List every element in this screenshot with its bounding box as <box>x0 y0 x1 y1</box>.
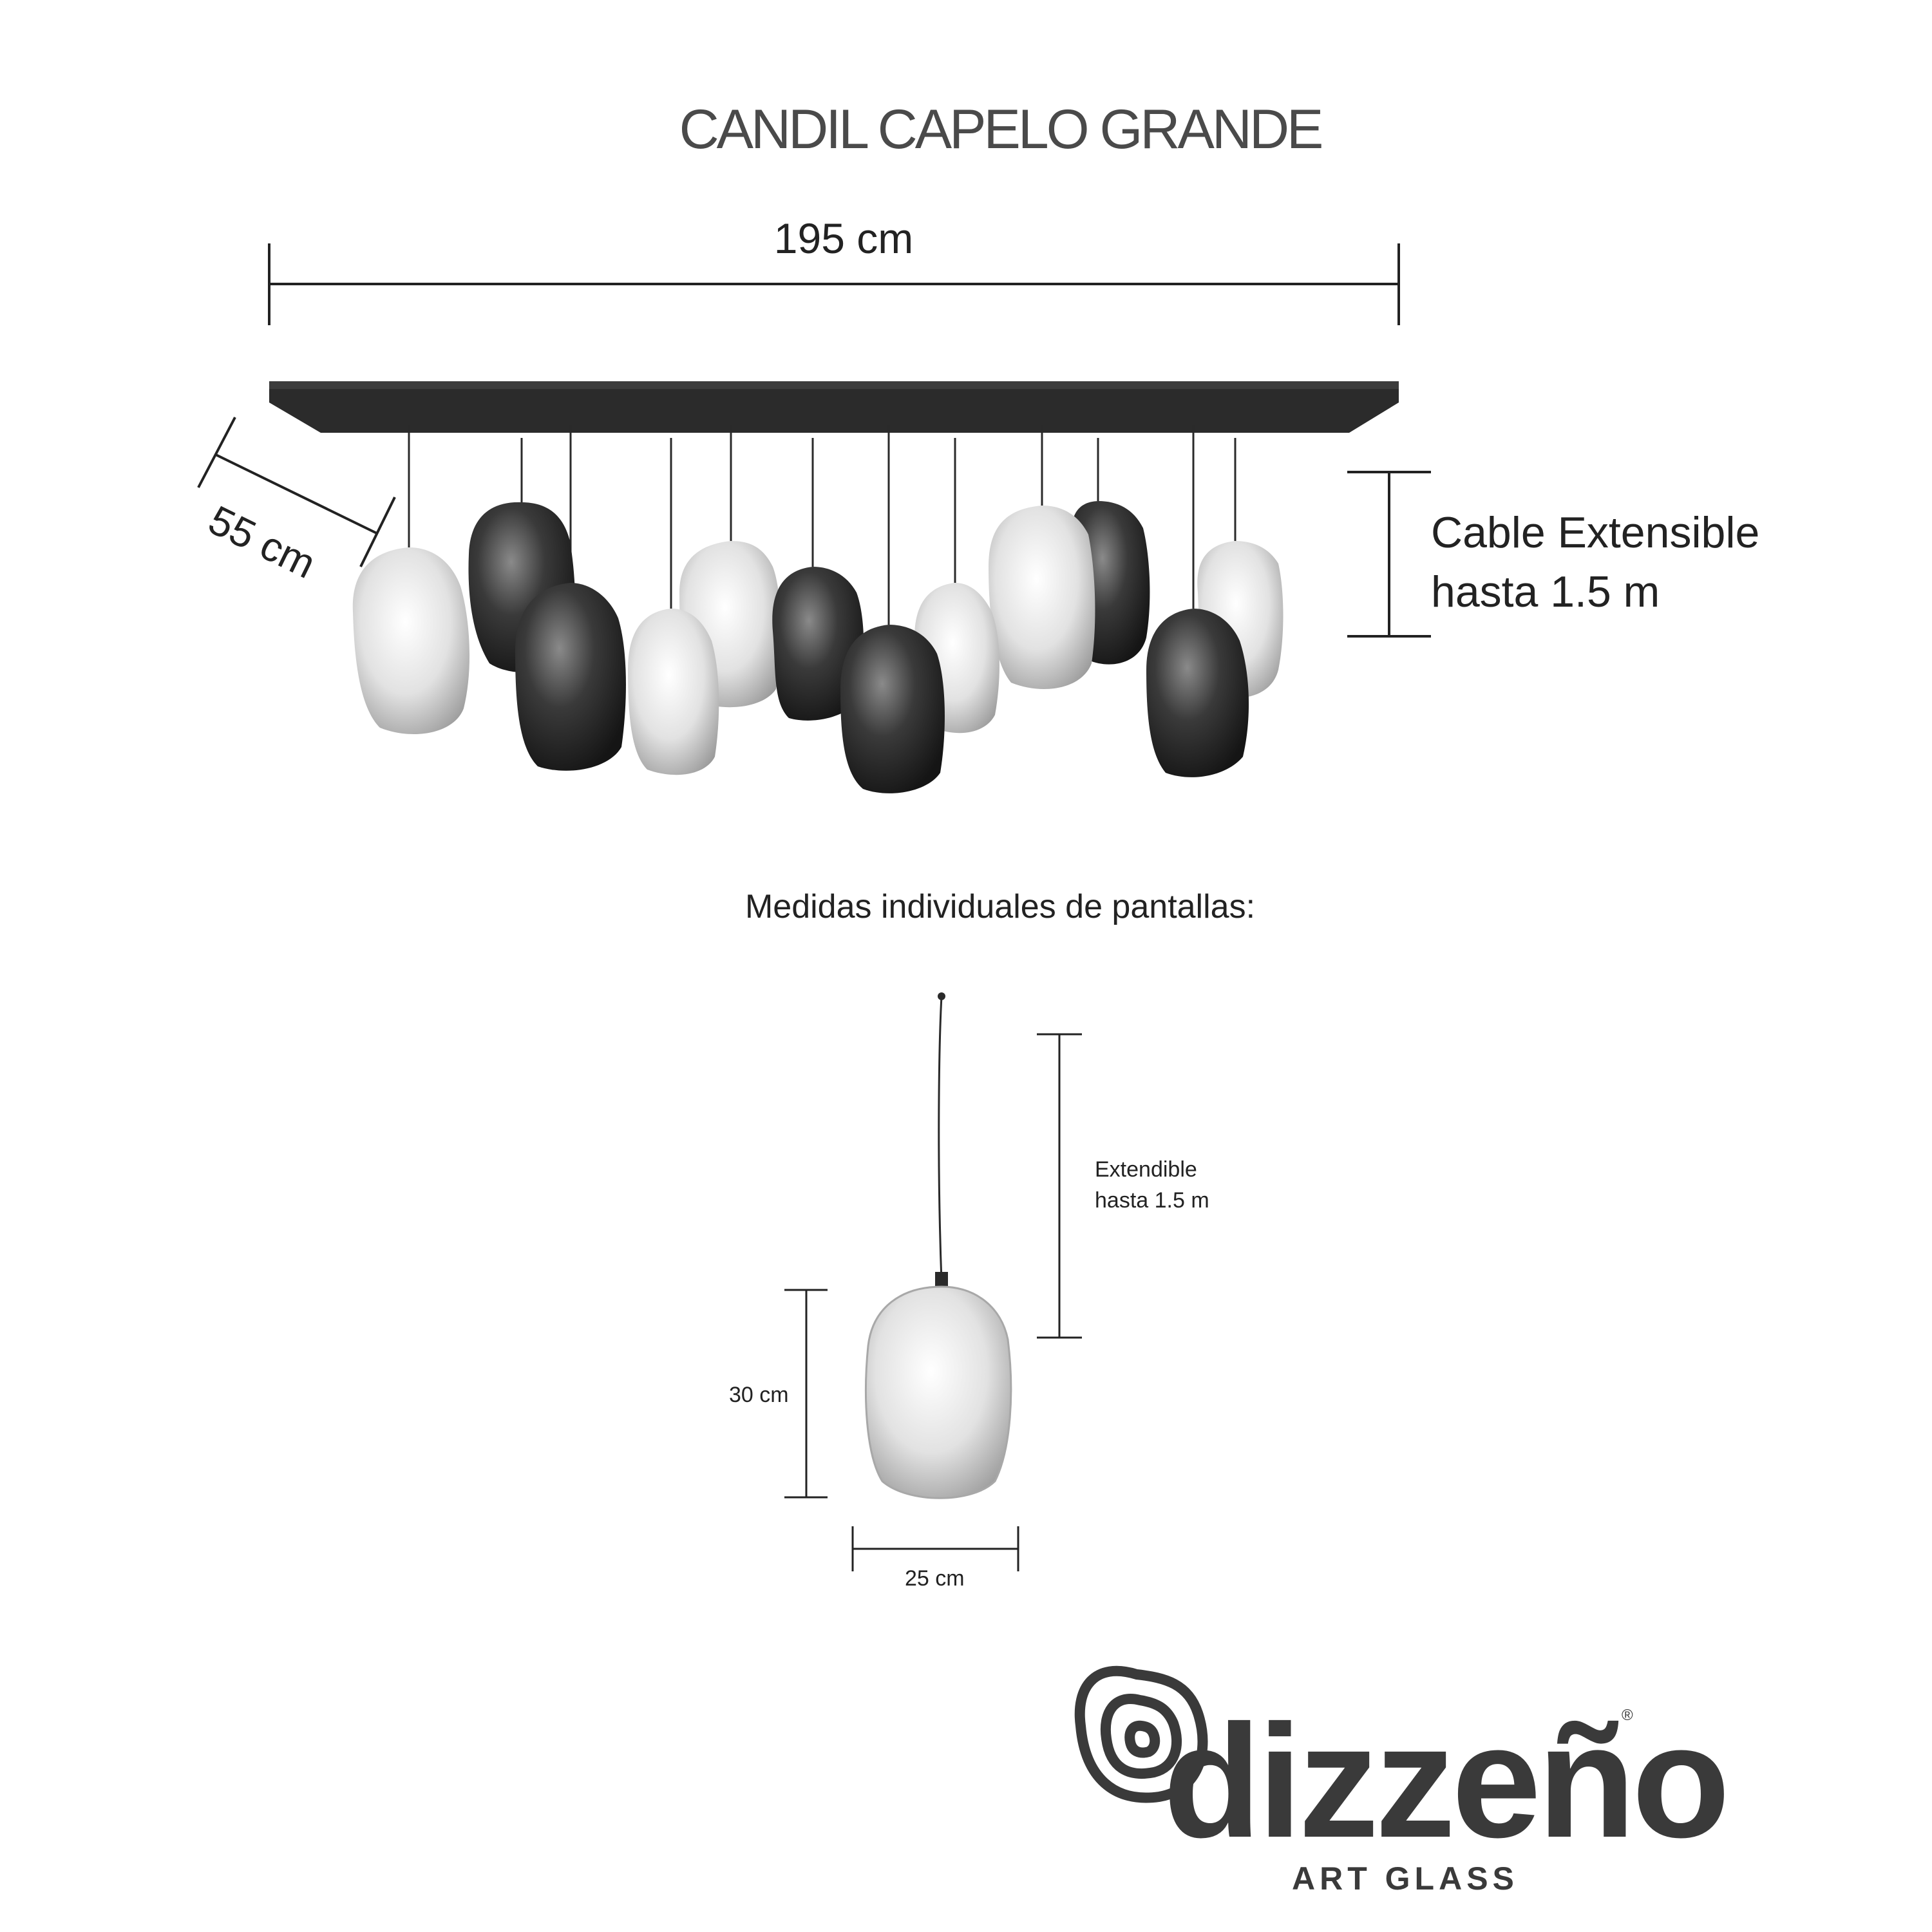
shade-dark-6 <box>1146 609 1249 777</box>
extendible-label-line1: Extendible <box>1095 1157 1197 1182</box>
brand-tagline: ART GLASS <box>1292 1861 1519 1897</box>
extendible-dimension-line <box>1037 1033 1082 1339</box>
shade-clear-3 <box>352 547 470 734</box>
depth-dimension-line <box>197 417 396 567</box>
shade-width-dimension-line <box>851 1526 1019 1571</box>
extendible-label-line2: hasta 1.5 m <box>1095 1188 1209 1213</box>
shade-height-label: 30 cm <box>729 1383 789 1407</box>
shade-clear-5 <box>628 609 719 775</box>
shade-dark-4 <box>515 583 626 771</box>
detail-heading: Medidas individuales de pantallas: <box>744 888 1256 925</box>
width-dimension-line <box>268 243 1400 325</box>
single-pendant <box>865 992 1012 1499</box>
brand-name: dizzeño <box>1163 1691 1730 1871</box>
shade-width-label: 25 cm <box>905 1566 965 1591</box>
cable-label-line2: hasta 1.5 m <box>1431 567 1660 616</box>
width-label: 195 cm <box>773 214 914 262</box>
single-shade <box>865 1285 1012 1499</box>
shade-dark-5 <box>840 625 945 793</box>
cable-label-line1: Cable Extensible <box>1431 508 1760 557</box>
pendant-shades <box>352 501 1283 793</box>
height-dimension-line <box>784 1289 828 1499</box>
brand-logo-icon <box>1074 1665 1208 1803</box>
shade-clear-1 <box>989 506 1095 689</box>
brand-registered-mark: ® <box>1622 1707 1633 1724</box>
ceiling-canopy <box>269 381 1399 433</box>
cable-dimension-line <box>1347 471 1431 638</box>
page-title: CANDIL CAPELO GRANDE <box>679 99 1324 160</box>
